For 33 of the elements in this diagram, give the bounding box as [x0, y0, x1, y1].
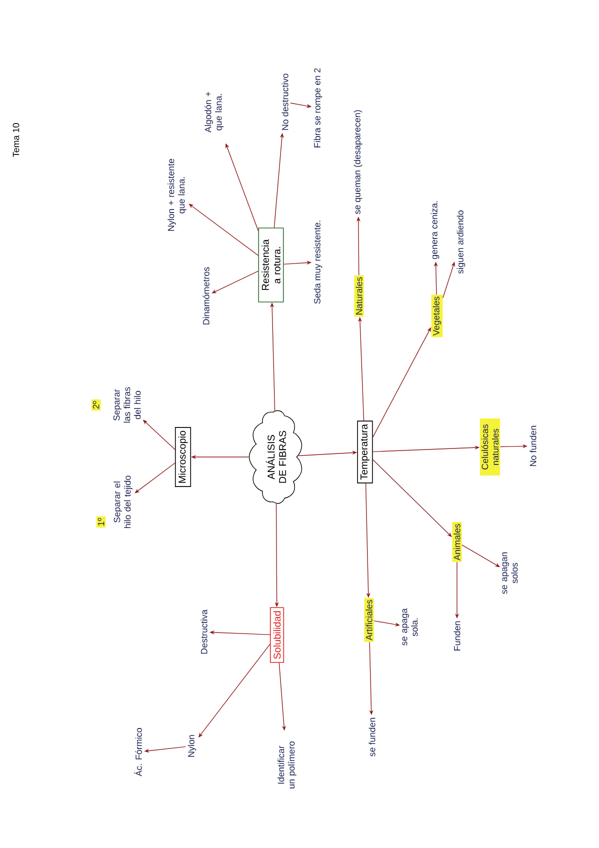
note-text: No destructivo — [282, 74, 288, 130]
topic-box: Microscopio — [174, 427, 192, 487]
note-text: Seda muy resistente. — [314, 220, 322, 304]
note-text: Separar las fibras del hilo — [113, 387, 141, 423]
note-text: Funden — [454, 621, 460, 650]
note-text: Nylon + resistente que lana. — [168, 158, 186, 231]
note-text: se apaga sola. — [402, 608, 418, 646]
highlighted-label: Vegetales — [431, 294, 443, 338]
note-text: siguen ardiendo — [456, 210, 466, 274]
note-text: Nylon — [188, 735, 196, 757]
note-text: Dinamómetros — [202, 267, 210, 324]
highlighted-label: Naturales — [354, 275, 364, 317]
note-text: Ác. Fórmico — [134, 728, 142, 776]
highlighted-label: Celulósicas naturales — [480, 418, 500, 476]
note-text: Algodón + que lana. — [204, 92, 224, 133]
note-text: Fibra se rompe en 2 — [314, 68, 322, 148]
step-number: 1º — [96, 516, 106, 528]
topic-box: Temperatura — [357, 420, 373, 484]
note-text: Identificar un polímero — [278, 741, 296, 788]
heading: Tema 10 — [12, 123, 20, 157]
note-text: se queman (desaparecen) — [354, 110, 362, 214]
step-number: 2º — [91, 399, 101, 411]
note-text: se apagan solos — [502, 552, 518, 594]
note-text: genera ceniza. — [430, 201, 440, 260]
cloud-bubble: ANÁLISIS DE FIBRAS — [248, 410, 302, 504]
note-text: No funden — [530, 426, 536, 466]
highlighted-label: Animales — [452, 522, 462, 562]
highlighted-label: Artificiales — [364, 598, 374, 642]
note-text: Separar el hilo del tejido — [114, 476, 132, 528]
topic-box: Resistencia a rotura. — [258, 228, 284, 302]
topic-box: Solubilidad — [270, 607, 284, 663]
note-text: Destructiva — [200, 610, 208, 654]
note-text: se funden — [368, 718, 376, 756]
